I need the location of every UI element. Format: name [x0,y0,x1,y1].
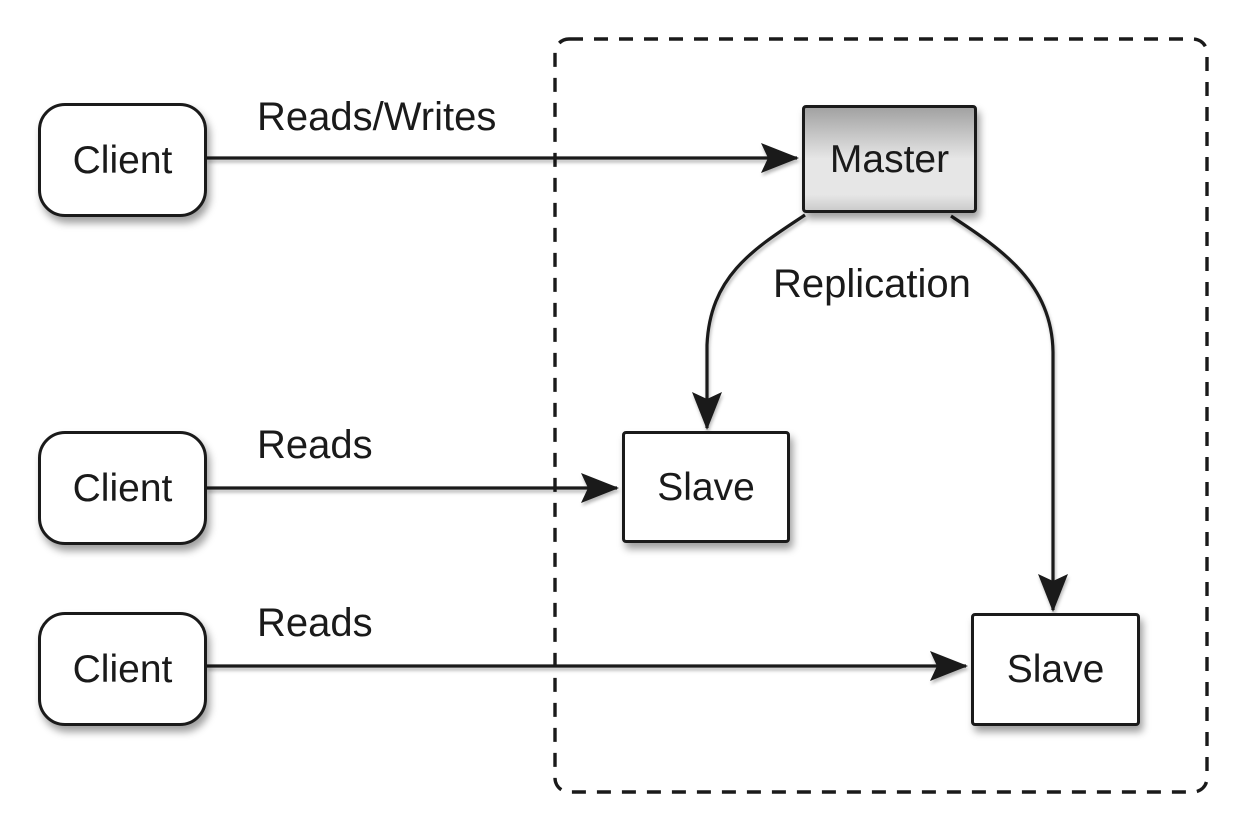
edge-label-replication: Replication [773,262,971,306]
edge-label-reads-3: Reads [257,601,373,645]
node-label: Slave [657,465,755,509]
node-client-3: Client [38,612,207,726]
node-slave-2: Slave [971,613,1140,726]
edge-master-slave2 [950,214,1068,612]
edge-label-reads-writes: Reads/Writes [257,95,497,139]
node-label: Slave [1006,648,1105,691]
node-client-2: Client [38,431,207,545]
cluster-boundary [553,37,1209,794]
node-client-1: Client [38,103,207,217]
edge-label-reads-2: Reads [257,423,373,467]
node-label: Client [72,647,173,691]
arrows-group [207,143,1068,681]
node-label: Master [829,137,950,181]
edge-master-slave1 [692,213,806,430]
node-master: Master [802,105,977,213]
node-label: Client [72,466,173,510]
node-label: Client [72,138,173,182]
node-slave-1: Slave [622,431,790,543]
